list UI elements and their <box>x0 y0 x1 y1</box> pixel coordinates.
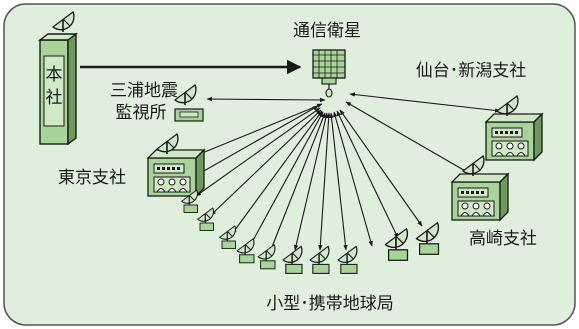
takasaki-label: 高崎支社 <box>469 229 537 249</box>
link-small-12 <box>187 105 319 181</box>
diagram-background <box>3 3 576 326</box>
satellite-icon <box>312 49 346 98</box>
headquarters-building: 本 社 <box>37 11 79 146</box>
hq-label-top: 本 <box>46 65 63 85</box>
sendai-niigata-label: 仙台･新潟支社 <box>416 61 527 81</box>
link-miura <box>206 96 326 103</box>
miura-label-line2: 監視所 <box>116 103 167 123</box>
link-small-11 <box>339 109 423 227</box>
satellite-label: 通信衛星 <box>293 21 361 41</box>
miura-label-line1: 三浦地震 <box>110 81 178 101</box>
link-small-7 <box>318 112 331 251</box>
small-portable-label: 小型･携帯地球局 <box>266 294 394 314</box>
miura-station <box>174 84 204 122</box>
satellite-links <box>187 92 501 253</box>
tokyo-label: 東京支社 <box>58 168 126 188</box>
hq-label-bottom: 社 <box>46 88 63 108</box>
